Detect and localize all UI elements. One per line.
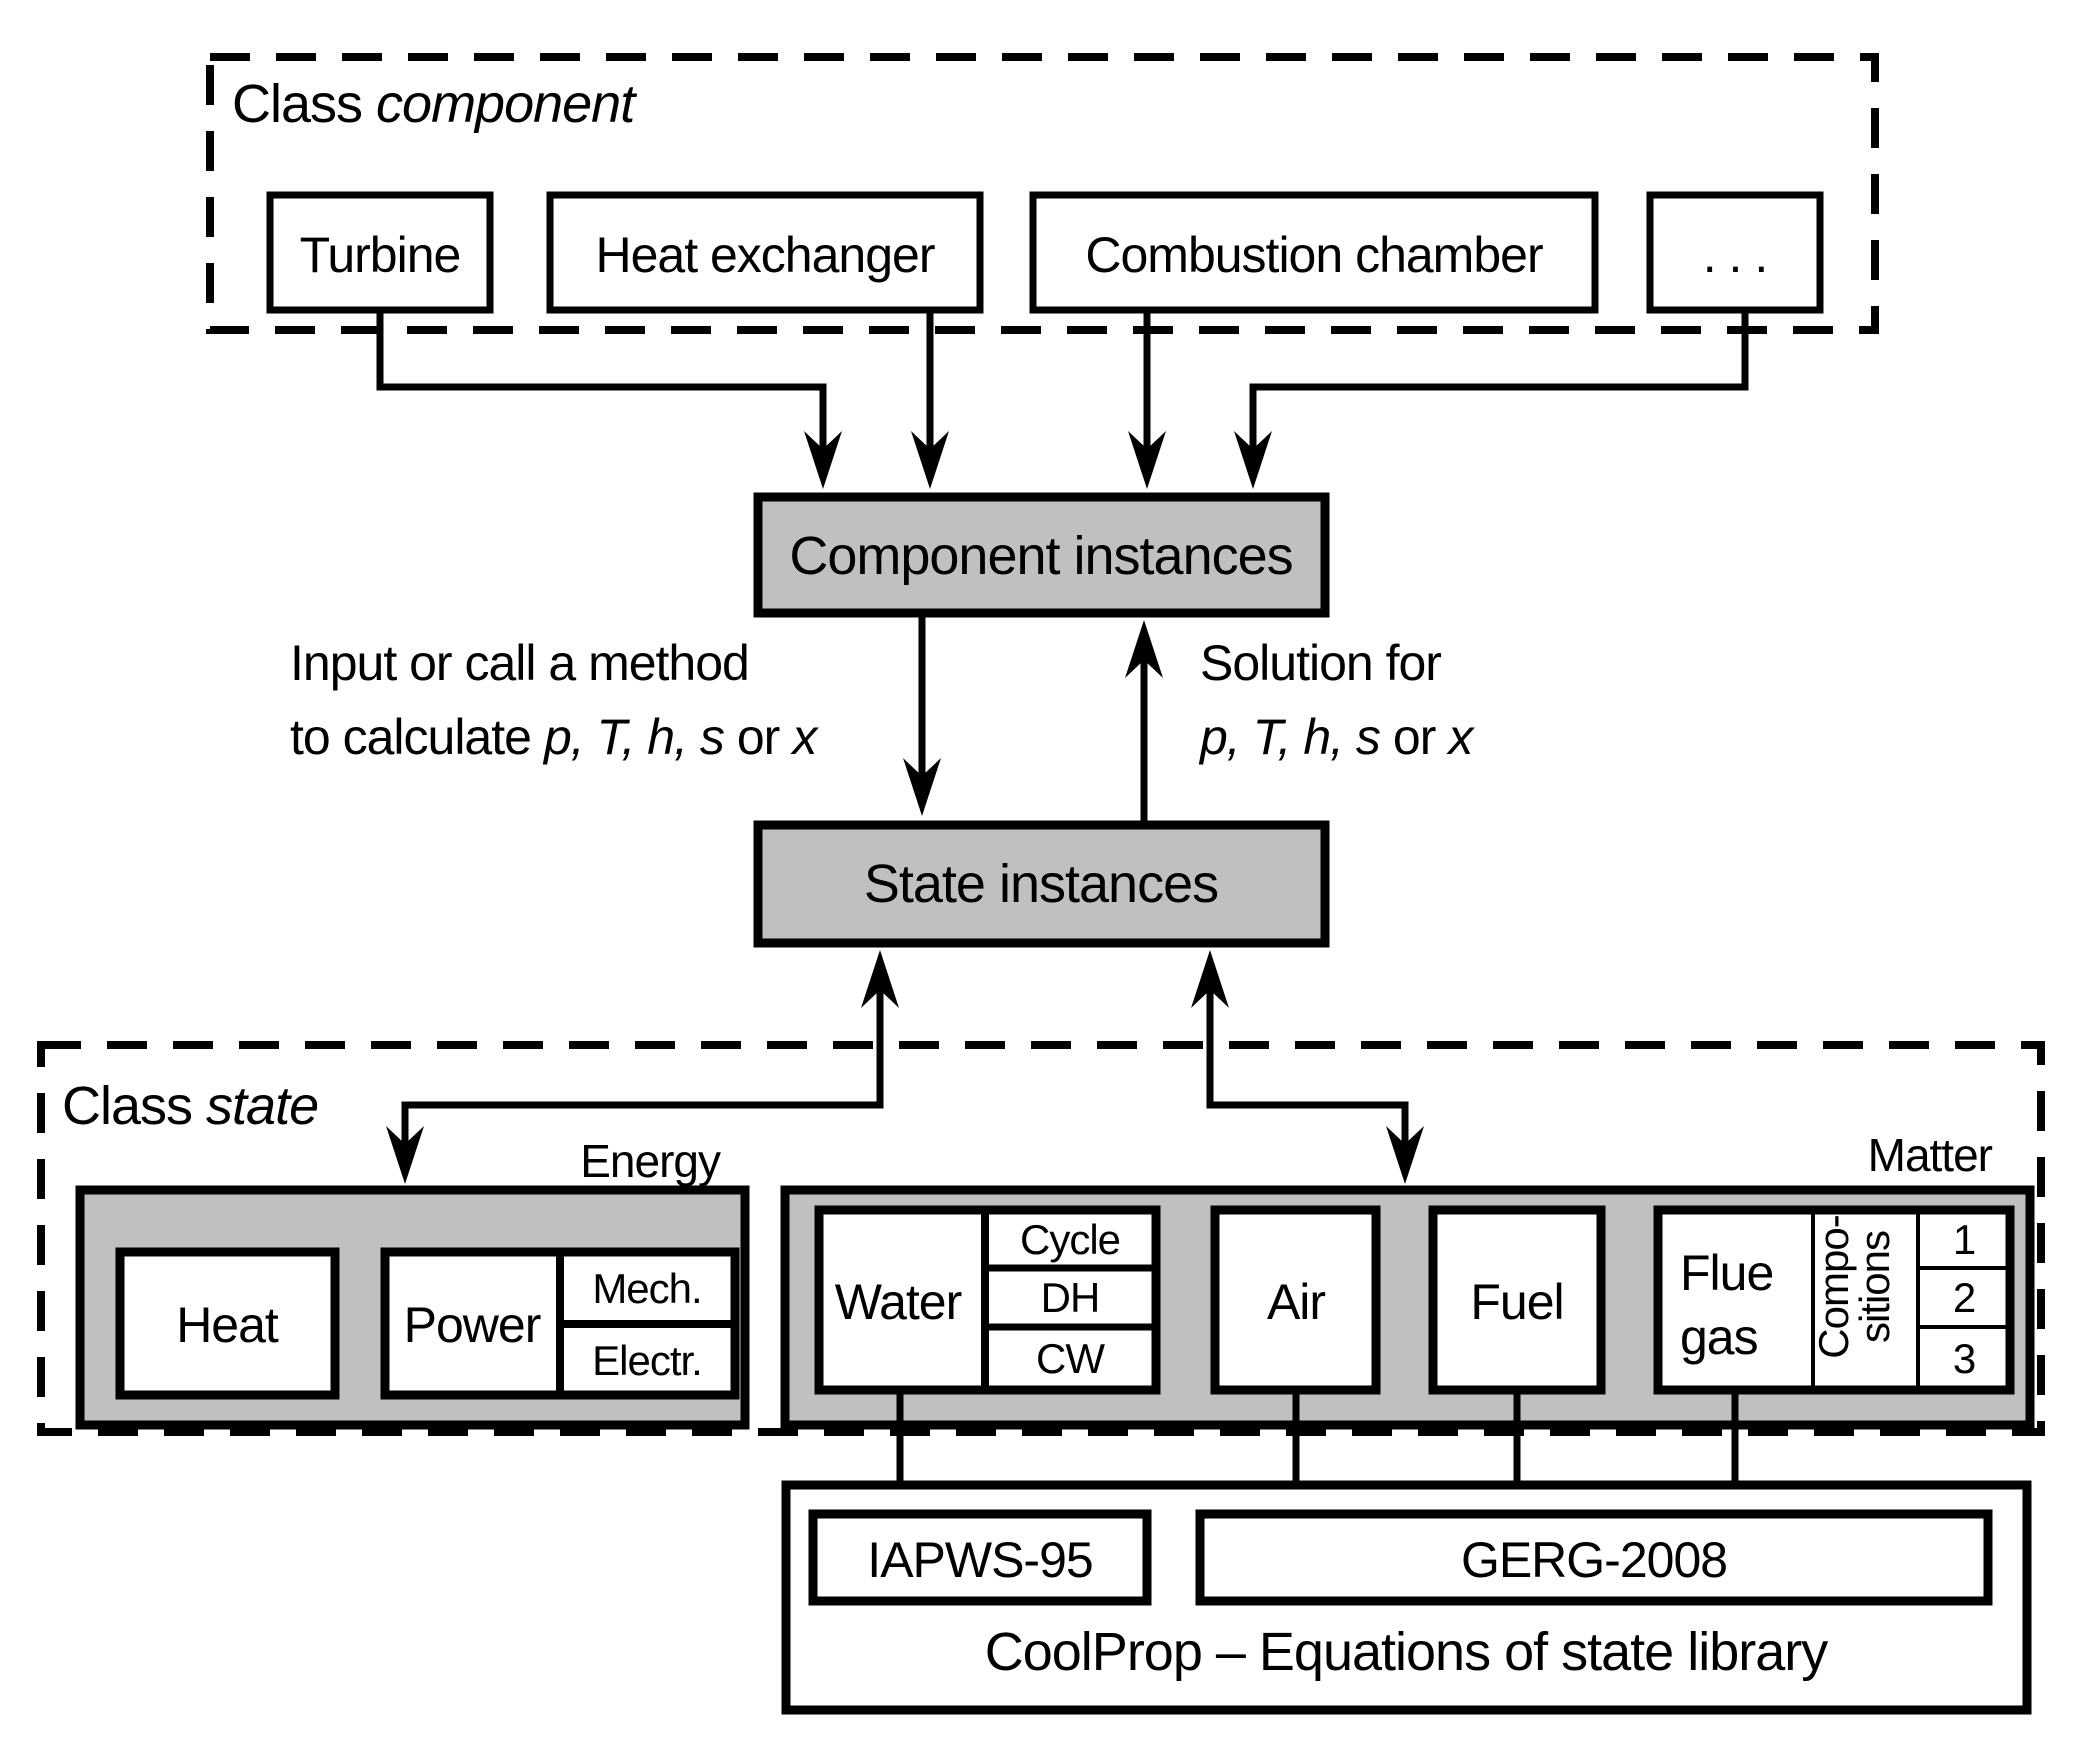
connector-energy-up-head-icon: [861, 950, 899, 1008]
gerg-box: [1195, 1509, 1993, 1606]
fuel-box: [1428, 1205, 1606, 1395]
connector-matter-line: [1206, 990, 1409, 1144]
method-annotation-line1: Input or call a method: [290, 635, 749, 691]
state-instances-box: [753, 820, 1330, 948]
connector-matter-up-head-icon: [1191, 950, 1229, 1008]
state-instances-label: State instances: [864, 854, 1218, 914]
heat-exchanger-label: Heat exchanger: [595, 227, 934, 283]
power-label: Power: [404, 1297, 541, 1353]
gerg-label: GERG-2008: [1461, 1532, 1727, 1588]
mech-label: Mech.: [592, 1265, 701, 1312]
electr-label: Electr.: [592, 1337, 702, 1384]
ellipsis-label: . . .: [1703, 227, 1767, 283]
flue-gas-label-line1: Flue: [1680, 1245, 1773, 1301]
component-instances-box: [753, 492, 1330, 618]
connector-energy-line: [401, 990, 884, 1144]
heat-box: [115, 1247, 340, 1400]
flue-gas-label-line2: gas: [1680, 1309, 1758, 1365]
arrow-turbine-head-icon: [804, 431, 842, 489]
water-label: Water: [835, 1274, 962, 1330]
arrow-solution-head-icon: [1125, 620, 1163, 678]
composition-2-label: 2: [1953, 1274, 1975, 1321]
arrow-heat-exchanger-head-icon: [911, 431, 949, 489]
arrow-input-head-icon: [903, 758, 941, 816]
combustion-chamber-box: [1029, 191, 1599, 314]
composition-1-label: 1: [1953, 1216, 1975, 1263]
heat-label: Heat: [176, 1297, 279, 1353]
combustion-chamber-label: Combustion chamber: [1085, 227, 1543, 283]
iapws-label: IAPWS-95: [867, 1532, 1092, 1588]
fuel-label: Fuel: [1470, 1274, 1563, 1330]
class-component-title-name: component: [376, 74, 637, 134]
compositions-label-line2: sitions: [1851, 1231, 1898, 1343]
cw-label: CW: [1036, 1335, 1105, 1382]
air-label: Air: [1267, 1274, 1325, 1330]
heat-exchanger-box: [546, 191, 984, 314]
iapws-box: [808, 1509, 1152, 1606]
cycle-label: Cycle: [1020, 1216, 1120, 1263]
energy-group-label: Energy: [580, 1135, 721, 1187]
compositions-label-line1: Compo-: [1810, 1215, 1857, 1358]
ellipsis-box: [1646, 191, 1824, 314]
class-component-frame: [206, 53, 1879, 334]
arrow-ellipsis-head-icon: [1234, 431, 1272, 489]
connector-matter-down-head-icon: [1386, 1126, 1424, 1184]
class-component-title-prefix: Class: [232, 74, 362, 134]
coolprop-label: CoolProp – Equations of state library: [985, 1622, 1828, 1682]
arrow-combustion-chamber-head-icon: [1128, 431, 1166, 489]
composition-3-label: 3: [1953, 1335, 1975, 1382]
flue-gas-box: [1653, 1205, 2015, 1395]
connector-energy-down-head-icon: [386, 1126, 424, 1184]
solution-annotation-line1: Solution for: [1200, 635, 1441, 691]
arrow-ellipsis-line: [1249, 310, 1749, 451]
dh-label: DH: [1041, 1274, 1100, 1321]
matter-group-label: Matter: [1868, 1129, 1993, 1181]
component-instances-label: Component instances: [789, 526, 1292, 586]
class-state-frame: [37, 1041, 2045, 1436]
turbine-label: Turbine: [300, 227, 461, 283]
arrow-turbine-line: [376, 310, 827, 451]
